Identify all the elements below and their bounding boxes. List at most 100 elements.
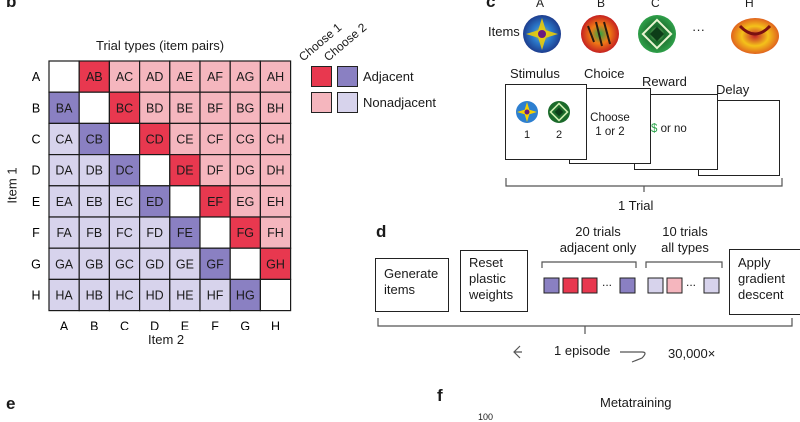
matrix-row-label: G (31, 257, 41, 271)
matrix-col-label: G (240, 320, 250, 330)
matrix-cell-HG (229, 278, 261, 312)
generate-items-box: Generate items (375, 258, 449, 312)
matrix-cell-label: FA (56, 226, 72, 240)
seq-adjacent-choose2 (543, 277, 560, 294)
item-name-a: A (536, 0, 545, 10)
metatraining-title: Metatraining (600, 395, 672, 410)
choice-text-line1: Choose (590, 112, 630, 124)
seq-adjacent-choose2 (619, 277, 636, 294)
legend-adjacent-choose2-swatch (337, 66, 358, 87)
episode-loop (377, 318, 793, 363)
adjacent-bracket (541, 261, 637, 268)
matrix-col-label: C (120, 320, 129, 330)
reset-weights-box: Reset plastic weights (460, 250, 528, 312)
matrix-cell-label: GA (55, 257, 74, 271)
matrix-cell-label: GB (85, 257, 103, 271)
matrix-cell-DG (229, 154, 261, 187)
matrix-cell-label: EF (207, 195, 223, 209)
items-ellipsis: ··· (692, 22, 705, 37)
matrix-col-label: D (150, 320, 159, 330)
matrix-cell-diagonal (48, 60, 80, 93)
matrix-cell-label: CD (146, 133, 164, 147)
seq-adjacent-choose1 (562, 277, 579, 294)
item-h-stimulus (731, 18, 779, 54)
adjacent-trials-line2: adjacent only (559, 240, 637, 255)
stage-label-stimulus: Stimulus (510, 66, 560, 81)
matrix-row-label: H (31, 289, 40, 303)
matrix-cell-DC (108, 154, 141, 187)
matrix-cell-label: CA (55, 133, 73, 147)
matrix-cell-label: DE (176, 164, 193, 178)
matrix-cell-AH (259, 60, 292, 93)
matrix-cell-FA (48, 216, 80, 249)
trial-footer: 1 Trial (618, 198, 654, 213)
matrix-row-label: F (32, 226, 40, 240)
metatraining-tick: 100 (478, 412, 494, 422)
matrix-cell-EC (108, 185, 141, 218)
stimulus-2-icon (548, 101, 570, 123)
matrix-cell-CA (48, 122, 80, 156)
seq-ellipsis-2: ... (686, 275, 697, 289)
matrix-title: Trial types (item pairs) (96, 38, 225, 53)
matrix-row-label: B (32, 101, 40, 115)
matrix-col-label: A (60, 320, 69, 330)
legend-adjacent-label: Adjacent (363, 69, 414, 84)
matrix-cell-diagonal (78, 91, 110, 124)
matrix-cell-label: CG (236, 133, 255, 147)
matrix-cell-label: CE (176, 133, 193, 147)
matrix-cell-label: HD (146, 289, 164, 303)
matrix-cell-label: GF (206, 257, 224, 271)
all-types-line2: all types (661, 240, 709, 255)
matrix-cell-label: CH (266, 133, 284, 147)
legend-nonadjacent-label: Nonadjacent (363, 95, 436, 110)
matrix-cell-CH (259, 122, 292, 156)
matrix-cell-BH (259, 91, 292, 124)
matrix-cell-label: BA (56, 101, 73, 115)
item-name-c: C (651, 0, 660, 10)
matrix-cell-label: DG (236, 164, 255, 178)
matrix-cell-DB (78, 154, 110, 187)
matrix-cell-DF (199, 154, 231, 187)
matrix-cell-label: GD (145, 257, 164, 271)
matrix-cell-label: EB (86, 195, 103, 209)
matrix-cell-label: AH (267, 70, 284, 84)
matrix-cell-label: FG (237, 226, 254, 240)
matrix-cell-AE (169, 60, 201, 93)
matrix-cell-label: BF (207, 101, 223, 115)
items-label: Items (488, 24, 520, 39)
stimulus-label-1: 1 (524, 129, 531, 141)
stimulus-label-2: 2 (556, 129, 563, 141)
matrix-cell-HD (139, 278, 171, 312)
episode-label: 1 episode (554, 343, 611, 358)
matrix-cell-label: AG (236, 70, 254, 84)
matrix-cell-AD (139, 60, 171, 93)
matrix-row-label: A (32, 70, 41, 84)
matrix-cell-label: AB (86, 70, 103, 84)
matrix-cell-label: EA (56, 195, 73, 209)
matrix-cell-AG (229, 60, 261, 93)
episode-bracket (377, 318, 793, 334)
matrix-cell-label: DA (55, 164, 73, 178)
matrix-cell-GB (78, 247, 110, 280)
seq-nonadjacent-choose2 (647, 277, 664, 294)
matrix-cell-DA (48, 154, 80, 187)
apply-gradient-box: Apply gradient descent (729, 249, 800, 315)
matrix-cell-label: GE (176, 257, 194, 271)
matrix-row-label: D (31, 164, 40, 178)
matrix-cell-label: HC (115, 289, 133, 303)
trial-bracket (505, 178, 783, 192)
stimulus-pair (516, 101, 570, 123)
matrix-cell-diagonal (259, 278, 292, 312)
matrix-cell-label: FE (177, 226, 193, 240)
seq-ellipsis-1: ... (602, 275, 613, 289)
apply-line3: descent (738, 287, 784, 302)
choice-text-line2: 1 or 2 (595, 126, 625, 138)
matrix-cell-diagonal (108, 122, 141, 156)
matrix-cell-label: EG (236, 195, 254, 209)
all-types-line1: 10 trials (662, 224, 708, 239)
all-types-label: 10 trials all types (640, 224, 730, 256)
matrix-row-label: E (32, 195, 40, 209)
item-a-stimulus (523, 15, 561, 53)
matrix-cell-label: BD (146, 101, 163, 115)
